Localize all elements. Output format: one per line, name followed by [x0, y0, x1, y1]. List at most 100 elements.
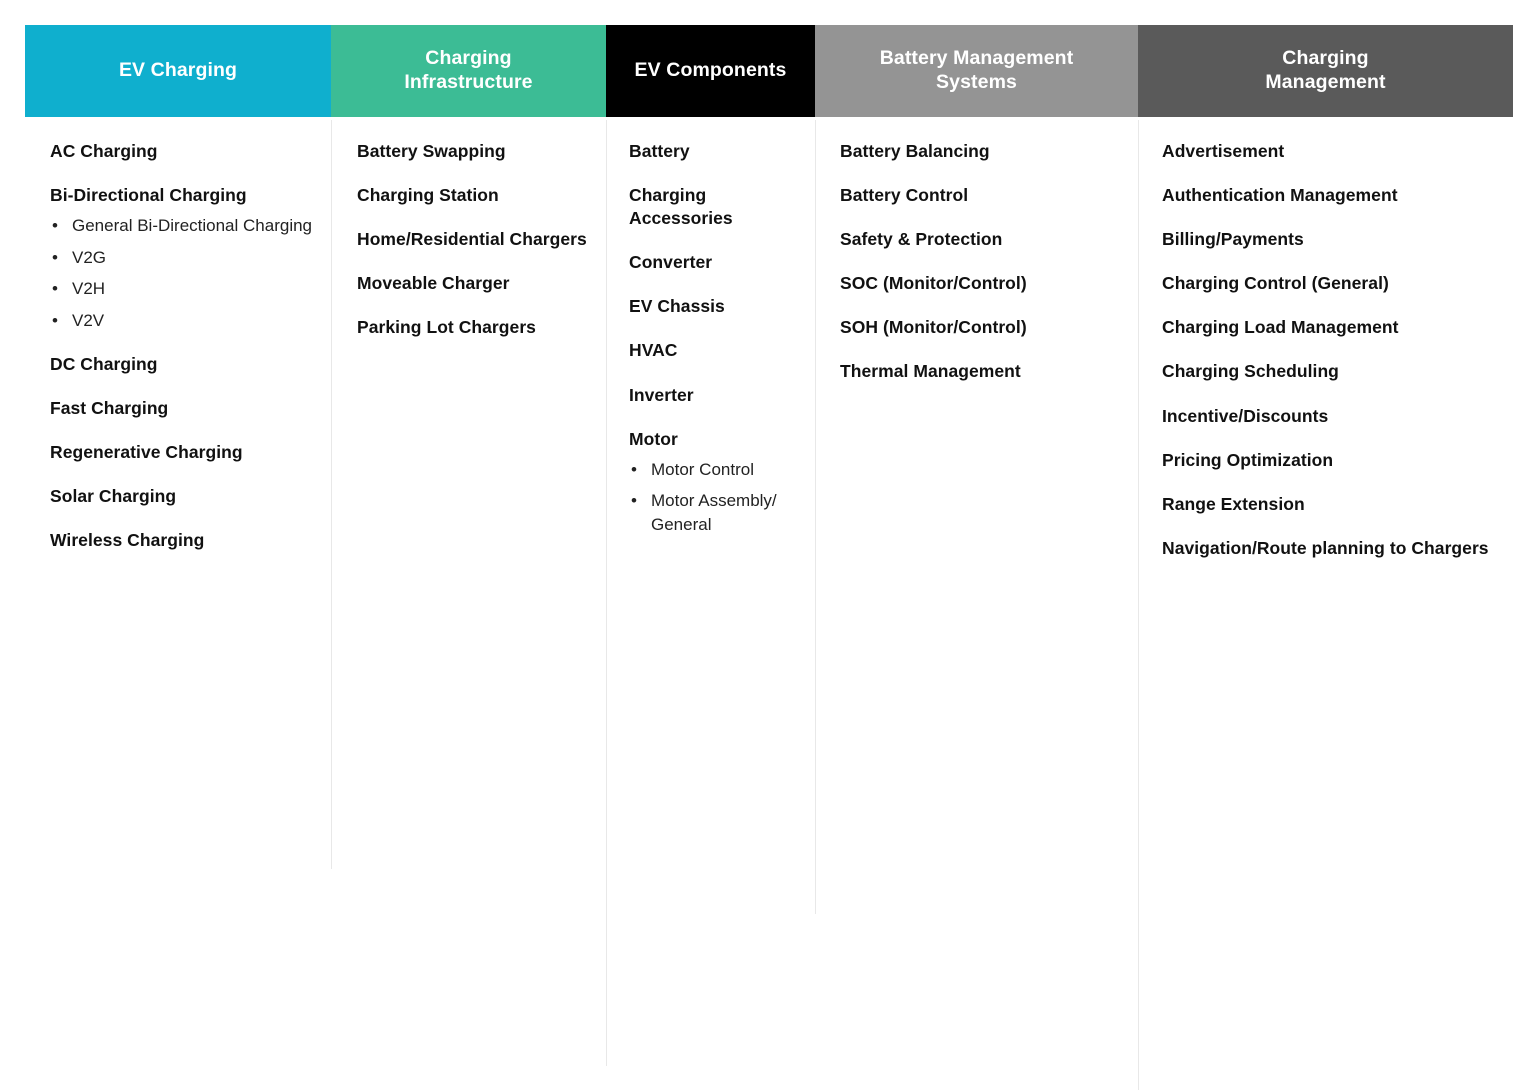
column-divider — [606, 120, 607, 1067]
taxonomy-entry[interactable]: Parking Lot Chargers — [357, 316, 592, 339]
taxonomy-entry-label: Charging Station — [357, 185, 499, 206]
taxonomy-entry[interactable]: HVAC — [629, 339, 805, 362]
taxonomy-entry[interactable]: Charging Load Management — [1162, 316, 1499, 339]
taxonomy-entry-label: Battery Balancing — [840, 141, 990, 161]
column-header-title: Battery Management Systems — [879, 47, 1074, 93]
taxonomy-entry[interactable]: Wireless Charging — [50, 529, 317, 552]
taxonomy-sublist: • Motor Control •Motor Assembly/ General — [629, 458, 805, 536]
column-header-title: Charging Management — [1265, 47, 1386, 93]
taxonomy-entry[interactable]: Motor • Motor Control •Motor Assembly/ Gene… — [629, 428, 805, 536]
taxonomy-entry[interactable]: Fast Charging — [50, 397, 317, 420]
bullet-icon: • — [52, 216, 58, 236]
taxonomy-entry[interactable]: DC Charging — [50, 353, 317, 376]
column-header[interactable]: EV Charging — [25, 25, 331, 117]
taxonomy-entry-label: Charging Scheduling — [1162, 361, 1339, 382]
taxonomy-entry-label: Battery — [629, 141, 690, 161]
taxonomy-entry[interactable]: Solar Charging — [50, 485, 317, 508]
taxonomy-entry-label: Authentication Management — [1162, 185, 1398, 206]
column-divider — [1138, 120, 1139, 1090]
column-header[interactable]: Charging Management — [1138, 25, 1513, 117]
taxonomy-entry[interactable]: SOC (Monitor/Control) — [840, 272, 1124, 295]
taxonomy-entry-label: HVAC — [629, 340, 678, 361]
taxonomy-sub-item-label: V2V — [72, 310, 105, 330]
column-header[interactable]: Charging Infrastructure — [331, 25, 606, 117]
taxonomy-entry[interactable]: Safety & Protection — [840, 228, 1124, 251]
taxonomy-entry[interactable]: Regenerative Charging — [50, 441, 317, 464]
taxonomy-entry[interactable]: Thermal Management — [840, 360, 1124, 383]
taxonomy-entry[interactable]: Battery — [629, 140, 805, 163]
taxonomy-entry-label: Converter — [629, 252, 713, 273]
bullet-icon: • — [52, 247, 58, 267]
taxonomy-entry[interactable]: SOH (Monitor/Control) — [840, 316, 1124, 339]
taxonomy-entry[interactable]: Battery Balancing — [840, 140, 1124, 163]
taxonomy-sub-item-label: V2G — [72, 247, 107, 267]
taxonomy-entry[interactable]: Bi-Directional Charging •General Bi-Direc… — [50, 184, 317, 332]
taxonomy-entry[interactable]: EV Chassis — [629, 295, 805, 318]
taxonomy-entry[interactable]: Navigation/Route planning to Chargers — [1162, 537, 1499, 560]
taxonomy-entry-label: Fast Charging — [50, 398, 169, 419]
taxonomy-entry[interactable]: Range Extension — [1162, 493, 1499, 516]
taxonomy-entry[interactable]: Advertisement — [1162, 140, 1499, 163]
taxonomy-entry[interactable]: Inverter — [629, 384, 805, 407]
taxonomy-entry[interactable]: Battery Control — [840, 184, 1124, 207]
taxonomy-entry[interactable]: Charging Control (General) — [1162, 272, 1499, 295]
taxonomy-entry-label: Battery Control — [840, 185, 969, 206]
bullet-icon: • — [631, 459, 637, 479]
taxonomy-sub-item[interactable]: • V2G — [50, 246, 317, 269]
taxonomy-entry[interactable]: Charging Accessories — [629, 184, 805, 230]
taxonomy-entry-label: Motor — [629, 428, 678, 449]
bullet-icon: • — [52, 310, 58, 330]
taxonomy-entry-label: Incentive/Discounts — [1162, 405, 1329, 426]
taxonomy-entry-label: Range Extension — [1162, 493, 1305, 514]
taxonomy-entry[interactable]: AC Charging — [50, 140, 317, 163]
taxonomy-entry-label: Bi-Directional Charging — [50, 185, 247, 206]
taxonomy-sub-item[interactable]: • Motor Control — [629, 458, 805, 481]
taxonomy-entry[interactable]: Converter — [629, 251, 805, 274]
taxonomy-entry[interactable]: Moveable Charger — [357, 272, 592, 295]
taxonomy-entry-label: Navigation/Route planning to Chargers — [1162, 537, 1489, 558]
taxonomy-entry[interactable]: Battery Swapping — [357, 140, 592, 163]
taxonomy-entry-label: Home/Residential Chargers — [357, 229, 587, 250]
taxonomy-entry[interactable]: Incentive/Discounts — [1162, 405, 1499, 428]
bullet-icon: • — [52, 279, 58, 299]
taxonomy-sub-item[interactable]: • V2H — [50, 277, 317, 300]
column-header-title: EV Components — [634, 59, 787, 82]
taxonomy-entry-label: Charging Control (General) — [1162, 273, 1389, 294]
column-header[interactable]: Battery Management Systems — [815, 25, 1138, 117]
taxonomy-entry-label: SOC (Monitor/Control) — [840, 273, 1027, 294]
taxonomy-sub-item-label: Motor Control — [651, 459, 754, 479]
taxonomy-entry-label: Wireless Charging — [50, 530, 205, 551]
taxonomy-sublist: •General Bi-Directional Charging•V2G•V2H… — [50, 214, 317, 332]
taxonomy-entry-label: Thermal Management — [840, 361, 1021, 382]
taxonomy-entry[interactable]: Pricing Optimization — [1162, 449, 1499, 472]
column-header[interactable]: EV Components — [606, 25, 815, 117]
taxonomy-sub-item[interactable]: • V2V — [50, 309, 317, 332]
column-header-title: Charging Infrastructure — [404, 47, 533, 93]
taxonomy-entry[interactable]: Charging Scheduling — [1162, 360, 1499, 383]
taxonomy-entry[interactable]: Authentication Management — [1162, 184, 1499, 207]
taxonomy-entry-label: Battery Swapping — [357, 141, 506, 161]
taxonomy-entry-label: Charging Accessories — [629, 185, 733, 229]
taxonomy-entry-label: AC Charging — [50, 141, 158, 161]
taxonomy-entry-label: Advertisement — [1162, 141, 1285, 161]
taxonomy-entry[interactable]: Home/Residential Chargers — [357, 228, 592, 251]
taxonomy-sub-item-label: V2H — [72, 279, 106, 299]
taxonomy-entry-label: Pricing Optimization — [1162, 449, 1334, 470]
taxonomy-entry-label: EV Chassis — [629, 296, 725, 317]
taxonomy-sub-item[interactable]: •Motor Assembly/ General — [629, 489, 805, 536]
taxonomy-sub-item[interactable]: •General Bi-Directional Charging — [50, 214, 317, 237]
taxonomy-entry[interactable]: Billing/Payments — [1162, 228, 1499, 251]
taxonomy-entry[interactable]: Charging Station — [357, 184, 592, 207]
taxonomy-entry-label: Parking Lot Chargers — [357, 317, 536, 338]
bullet-icon: • — [631, 491, 637, 511]
